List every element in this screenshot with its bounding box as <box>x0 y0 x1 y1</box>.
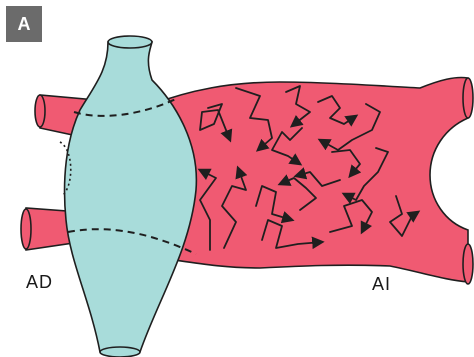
vena-cava-tube <box>65 42 197 352</box>
left-atrium-label: AI <box>372 274 391 295</box>
left-atrium-shape <box>150 77 468 282</box>
right-atrium-label: AD <box>26 272 53 293</box>
